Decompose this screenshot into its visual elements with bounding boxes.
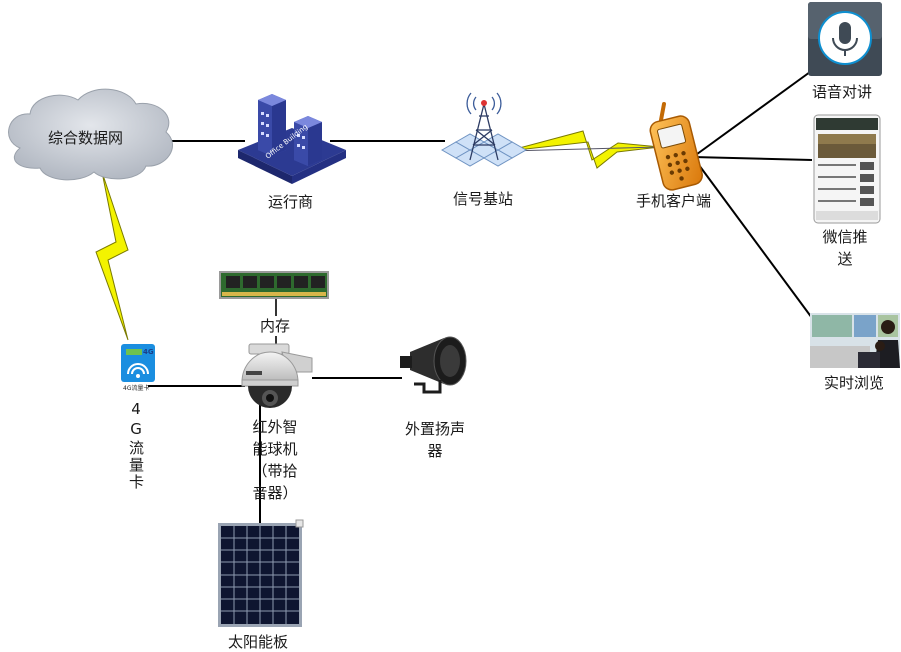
wechat-phone-icon <box>813 114 881 224</box>
line-phone-wechat <box>692 156 813 161</box>
cloud-icon <box>8 88 173 181</box>
wechat-push-label: 微信推送 <box>822 228 868 268</box>
memory-module-icon <box>219 271 329 299</box>
live-view-photo-icon <box>810 313 900 368</box>
line-phone-liveview <box>692 156 813 319</box>
connection-lines <box>148 71 813 527</box>
voice-intercom-icon <box>808 2 882 76</box>
solar-panel-label: 太阳能板 <box>228 633 289 651</box>
mobile-client-label: 手机客户端 <box>636 192 712 210</box>
sim-badge-text: 4G <box>143 348 154 356</box>
horn-speaker-icon <box>400 336 467 394</box>
solar-panel-icon <box>218 519 304 627</box>
office-building-icon <box>238 94 346 184</box>
base-station-icon <box>440 92 528 167</box>
sim-card-label: 4G流量卡 <box>127 400 145 491</box>
live-view-label: 实时浏览 <box>824 374 885 392</box>
lightning-cloud-sim-icon <box>95 171 129 341</box>
line-phone-voice <box>692 71 811 158</box>
speaker-label: 外置扬声器 <box>404 420 465 460</box>
dome-camera-icon <box>241 343 313 408</box>
sim-card-icon: 4G 4G流量卡 <box>121 344 155 392</box>
voice-intercom-label: 语音对讲 <box>812 83 873 101</box>
memory-label: 内存 <box>260 316 291 336</box>
sim-caption-text: 4G流量卡 <box>123 384 149 392</box>
operator-label: 运行商 <box>268 193 314 211</box>
base-station-label: 信号基站 <box>453 190 514 208</box>
camera-label: 红外智能球机（带拾音器） <box>252 418 298 502</box>
mobile-phone-icon <box>649 102 703 191</box>
network-label: 综合数据网 <box>48 129 124 147</box>
